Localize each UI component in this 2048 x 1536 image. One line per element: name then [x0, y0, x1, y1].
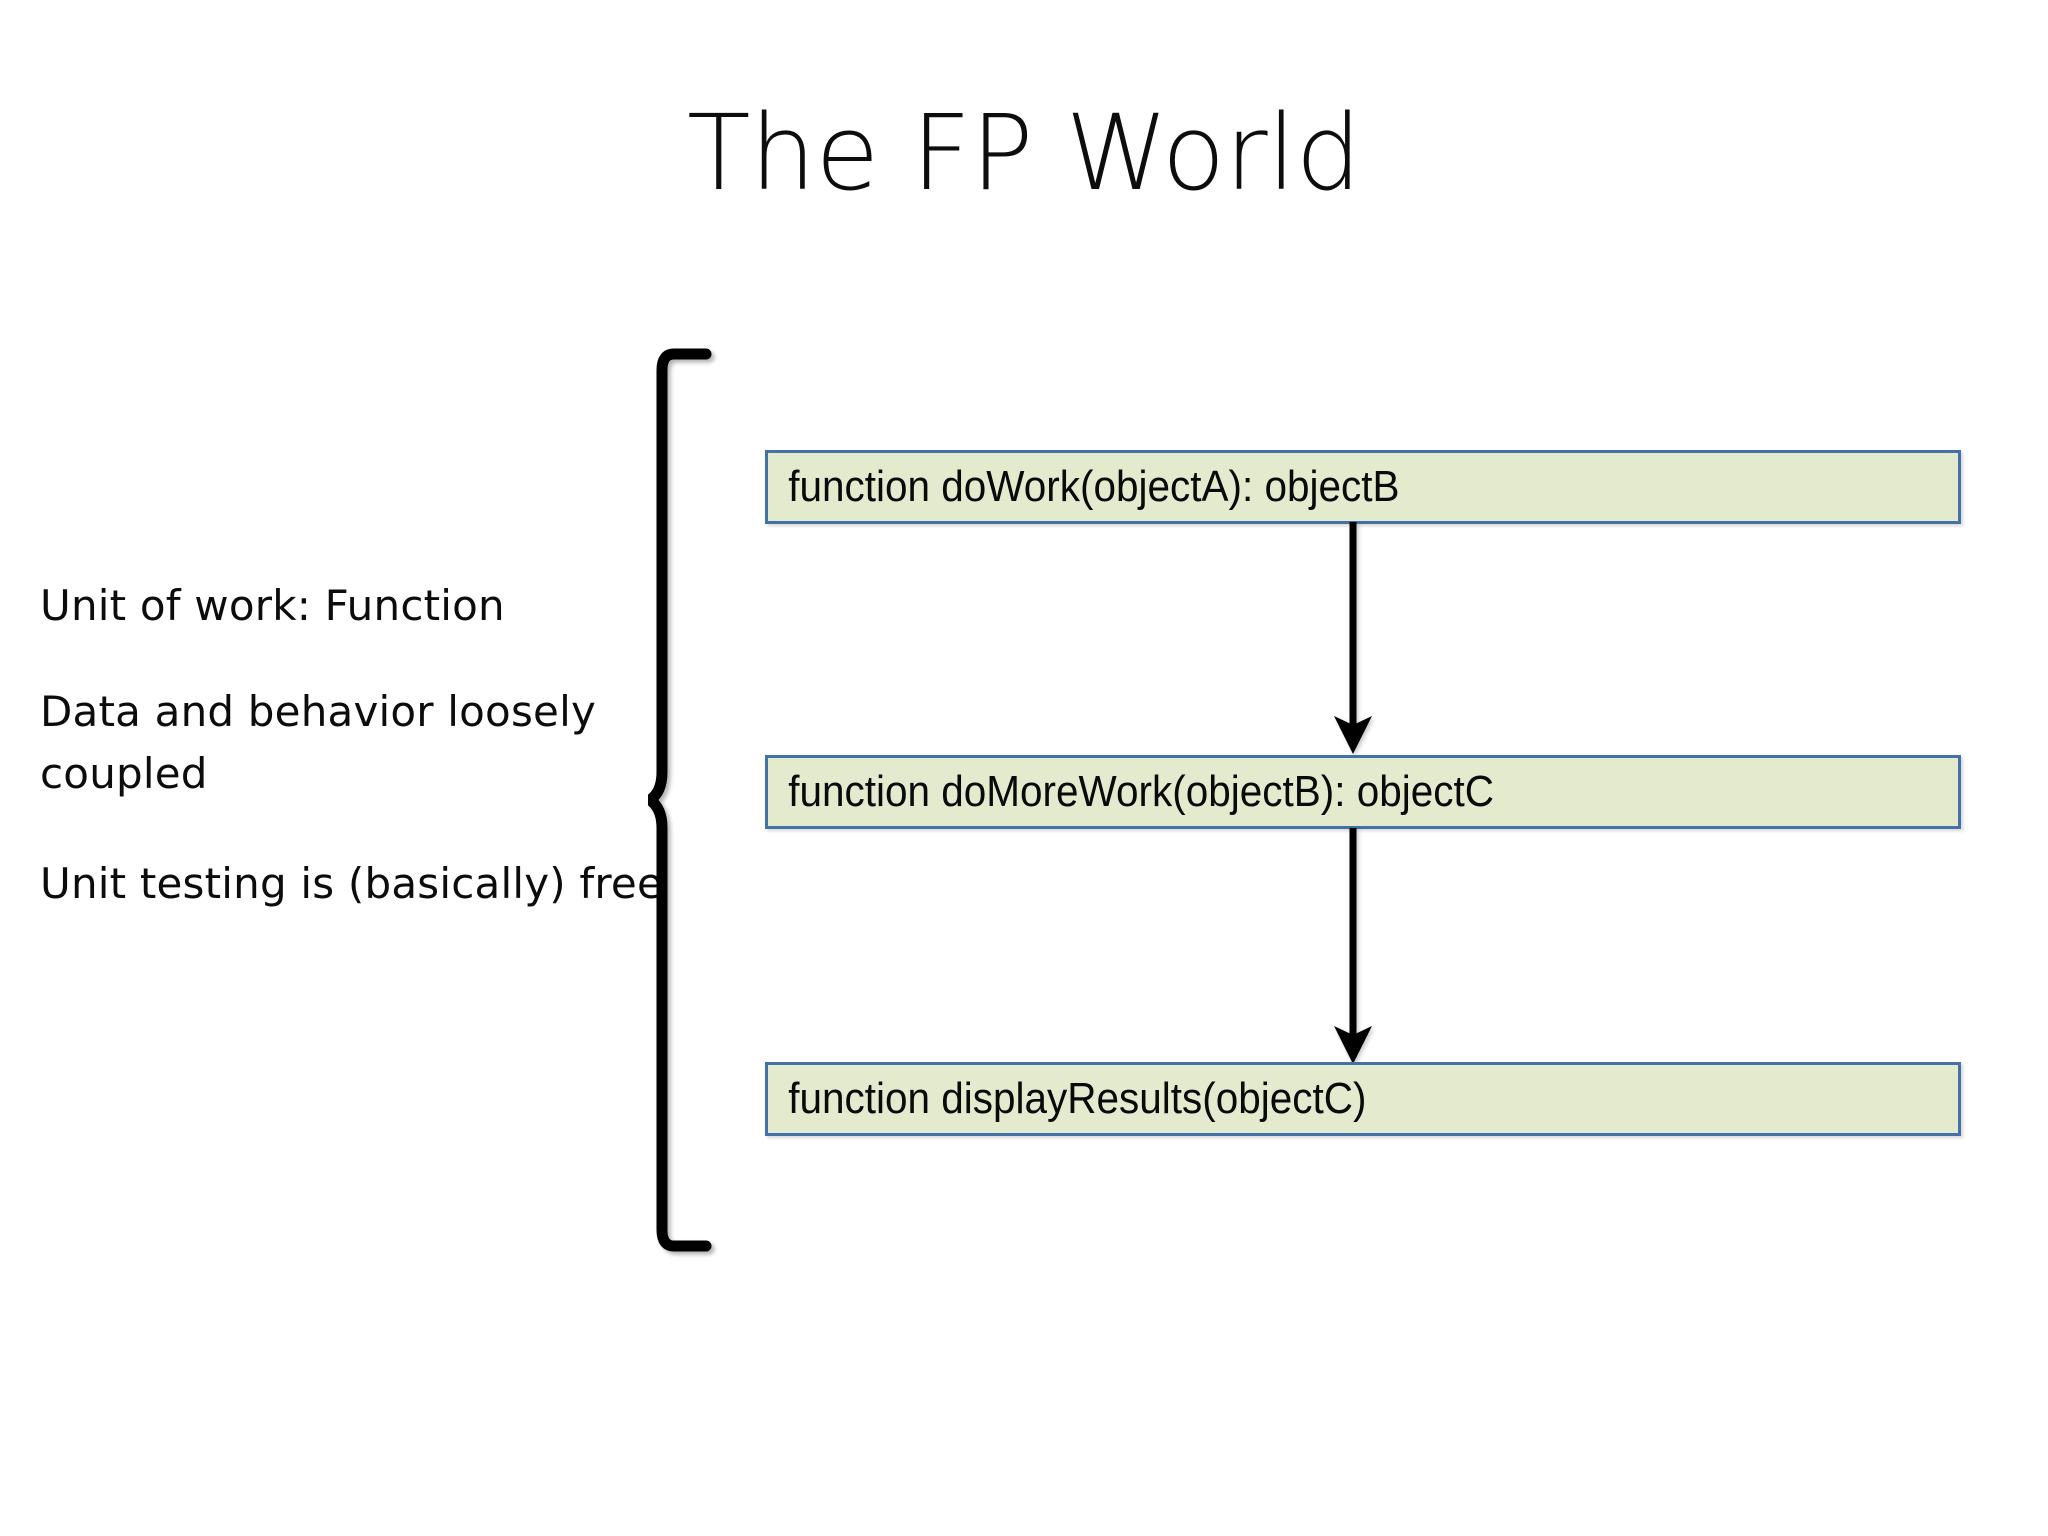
flow-box-domorework-label: function doMoreWork(objectB): objectC — [788, 767, 1494, 816]
flow-box-dowork[interactable]: function doWork(objectA): objectB — [765, 450, 1961, 524]
notes-column: Unit of work: Function Data and behavior… — [40, 575, 680, 915]
page-title: The FP World — [686, 92, 1362, 214]
note-unit-testing: Unit testing is (basically) free — [40, 859, 664, 908]
flow-box-displayresults-label: function displayResults(objectC) — [788, 1074, 1367, 1123]
flow-box-domorework[interactable]: function doMoreWork(objectB): objectC — [765, 755, 1961, 829]
arrow-down-icon-1 — [1334, 522, 1372, 754]
note-data-and-behavior: Data and behavior loosely coupled — [40, 687, 597, 798]
note-unit-of-work: Unit of work: Function — [40, 581, 505, 630]
flow-box-dowork-label: function doWork(objectA): objectB — [788, 462, 1400, 511]
arrow-down-icon-2 — [1334, 828, 1372, 1064]
left-curly-bracket-icon — [648, 348, 712, 1252]
flow-box-displayresults[interactable]: function displayResults(objectC) — [765, 1062, 1961, 1136]
